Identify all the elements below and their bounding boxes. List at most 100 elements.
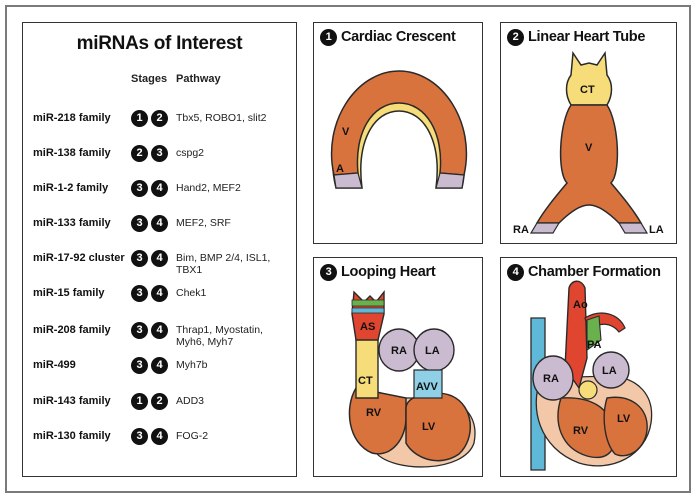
stage-2-badge: 2 [507,29,524,46]
arch-artery-blue-band [351,307,385,314]
pathway-text: ADD3 [176,395,205,407]
pathway-text: cspg2 [176,147,205,159]
label-rv: RV [366,407,382,419]
label-a: A [336,163,344,175]
stage-badge: 3 [131,285,148,302]
stage-badge: 4 [151,357,168,374]
mirna-table-panel: miRNAs of Interest Stages Pathway miR-21… [22,22,297,477]
stage-badge: 3 [151,145,168,162]
ventricle-segment [535,104,643,224]
panel-1-title-text: Cardiac Crescent [341,29,456,45]
left-atrium-segment [617,222,649,234]
label-rv: RV [573,425,589,437]
crescent-ventricle-region [330,70,468,176]
stage-badge: 2 [131,145,148,162]
label-pa: PA [587,339,602,351]
cardiac-crescent-illustration: V A [330,70,468,189]
label-ra: RA [513,224,529,236]
stage-badge: 4 [151,428,168,445]
label-ct: CT [580,84,595,96]
left-ventricle-shape [603,396,648,457]
panel-3-title-text: Looping Heart [341,264,436,280]
label-lv: LV [617,413,631,425]
pathway-text: Myh7b [176,359,208,371]
valve-ring-shape [578,380,598,400]
linear-heart-tube-illustration: CT V RA LA [513,50,664,236]
pathway-column-header: Pathway [176,73,221,85]
stage-badge: 4 [151,285,168,302]
stage-badge: 1 [131,393,148,410]
pathway-text: MEF2, SRF [176,217,231,229]
figure-frame [5,5,691,493]
stage-badge: 4 [151,215,168,232]
mirna-name: miR-499 [33,359,76,371]
left-ventricle-shape [405,392,472,462]
stage-badge: 3 [131,428,148,445]
stage-badge: 2 [151,393,168,410]
conotruncus-shape [355,337,379,399]
mirna-name: miR-17-92 cluster [33,252,125,264]
stage-1-badge: 1 [320,29,337,46]
pathway-text: Hand2, MEF2 [176,182,241,194]
right-atrium-segment [529,222,561,234]
mirna-name: miR-143 family [33,395,111,407]
stage-badge: 3 [131,357,148,374]
label-ra: RA [391,345,407,357]
mirna-name: miR-133 family [33,217,111,229]
panel-2-title-text: Linear Heart Tube [528,29,646,45]
stages-column-header: Stages [131,73,168,85]
label-ra: RA [543,373,559,385]
label-lv: LV [422,421,436,433]
pathway-text: Bim, BMP 2/4, ISL1, TBX1 [176,252,271,276]
table-title: miRNAs of Interest [76,33,243,54]
pathway-text: Chek1 [176,287,207,299]
label-as: AS [360,321,375,333]
mirna-name: miR-130 family [33,430,111,442]
aorta-shape [564,280,588,390]
label-ao: Ao [573,299,588,311]
stage-badge: 2 [151,110,168,127]
pathway-text: Tbx5, ROBO1, slit2 [176,112,267,124]
mirna-name: miR-218 family [33,112,111,124]
label-la: LA [649,224,664,236]
label-ct: CT [358,375,373,387]
stage-badge: 1 [131,110,148,127]
left-atrium-shape [592,351,630,389]
crescent-right-atrial-region [435,172,465,189]
stage-badge: 3 [131,322,148,339]
arch-artery-green-band [351,299,385,307]
atrioventricular-canal-shape [413,369,443,399]
mirna-name: miR-208 family [33,324,111,336]
looping-heart-illustration: AS RA LA CT AVV RV LV [348,290,476,468]
conotruncus-segment [565,50,613,106]
stage-badge: 4 [151,322,168,339]
stage-4-badge: 4 [507,264,524,281]
crescent-left-atrial-region [333,172,363,189]
right-ventricle-shape [348,387,407,455]
label-la: LA [425,345,440,357]
mirna-name: miR-1-2 family [33,182,109,194]
pathway-text: FOG-2 [176,430,209,442]
stage-badge: 3 [131,215,148,232]
label-v: V [585,142,593,154]
stage-3-badge: 3 [320,264,337,281]
panel-4-title-text: Chamber Formation [528,264,661,280]
pathway-text: Thrap1, Myostatin, Myh6, Myh7 [176,324,263,348]
